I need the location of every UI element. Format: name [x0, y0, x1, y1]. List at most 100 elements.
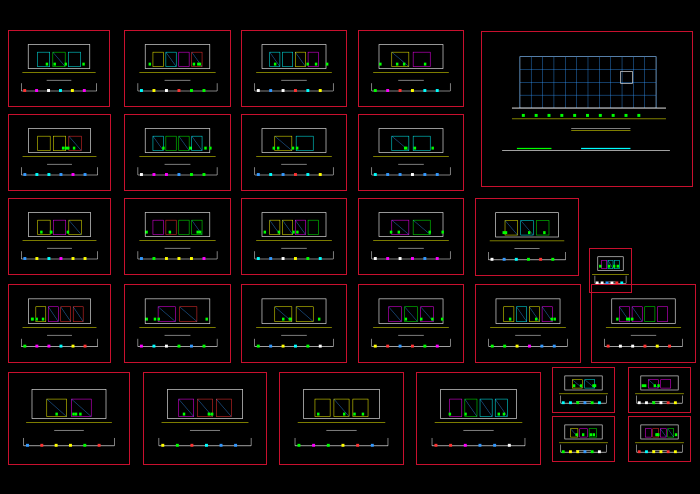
plant-symbol [317, 412, 320, 416]
glass-hatch [269, 52, 281, 67]
plan-marker [294, 173, 297, 176]
plan-marker [411, 257, 414, 260]
planter-mark [547, 113, 551, 117]
plant-symbol [72, 412, 75, 416]
elevation-drawing [137, 44, 218, 92]
plan-marker [97, 443, 101, 447]
elevation-drawing [137, 298, 218, 348]
elevation-outline [144, 44, 211, 69]
fixture-panel [72, 306, 84, 322]
fixture-panel [53, 219, 66, 235]
plan-marker [435, 344, 439, 348]
plant-symbol [295, 146, 299, 150]
elevation-outline [31, 389, 107, 419]
plan-marker [435, 173, 439, 176]
plan-marker [605, 281, 609, 285]
plan-marker [637, 450, 641, 454]
glass-hatch [464, 398, 478, 417]
plant-symbol [626, 317, 629, 321]
drawing-sheet [124, 284, 231, 363]
plan-marker [47, 257, 51, 260]
drawing-sheet [241, 198, 347, 275]
plan-marker [373, 344, 377, 348]
drawing-sheet [241, 30, 347, 107]
plan-marker [620, 281, 624, 285]
fixture-panel [614, 260, 620, 269]
drawing-sheet [475, 198, 579, 276]
elevation-drawing [254, 128, 334, 176]
elevation-outline [303, 389, 380, 419]
plant-symbol [448, 412, 452, 416]
fixture-panel [536, 220, 550, 236]
elevation-drawing [371, 44, 451, 92]
plan-marker [312, 443, 316, 447]
plant-symbol [198, 230, 202, 234]
elevation-drawing [635, 375, 684, 405]
fixture-panel [197, 398, 213, 417]
plan-marker [373, 89, 377, 92]
plan-marker [297, 443, 301, 447]
plan-marker [256, 89, 260, 92]
plan-marker [152, 173, 156, 176]
drawing-sheet [358, 30, 464, 107]
glass-hatch [413, 220, 431, 235]
glass-hatch [504, 220, 518, 236]
plan-marker [606, 344, 610, 348]
plant-symbol [593, 384, 597, 388]
plan-marker [590, 401, 594, 405]
plan-marker [256, 257, 260, 260]
fixture-panel [307, 219, 319, 235]
glass-hatch [178, 398, 194, 417]
fixture-panel [165, 219, 177, 235]
plant-symbol [205, 317, 208, 321]
plant-symbol [575, 433, 578, 437]
plant-symbol [40, 230, 43, 234]
fixture-panel [391, 51, 410, 67]
elevation-outline [640, 424, 679, 440]
plan-marker [595, 281, 599, 285]
glass-hatch [191, 136, 203, 151]
fixture-panel [274, 306, 293, 322]
plan-marker [23, 257, 27, 260]
plant-symbol [616, 264, 620, 268]
glass-hatch [648, 379, 659, 389]
plan-marker [59, 344, 63, 348]
plan-marker [175, 443, 179, 447]
plan-marker [423, 344, 427, 348]
plant-symbol [504, 231, 508, 235]
plan-marker [463, 443, 467, 447]
plan-marker [631, 344, 635, 348]
plan-marker [423, 173, 427, 176]
fixture-panel [667, 428, 674, 438]
plant-symbol [441, 230, 444, 234]
plan-marker [600, 281, 604, 285]
fixture-panel [295, 51, 306, 67]
plant-symbol [581, 433, 585, 437]
fixture-panel [314, 398, 331, 417]
plan-marker [386, 173, 390, 176]
elevation-outline [378, 298, 444, 324]
plan-marker [490, 257, 494, 261]
fixture-panel [269, 219, 281, 235]
plan-marker [490, 344, 494, 348]
plant-symbol [342, 412, 346, 416]
fixture-panel [494, 398, 508, 417]
glass-hatch [52, 52, 66, 67]
plant-symbol [291, 146, 295, 150]
plant-symbol [543, 231, 546, 235]
fixture-panel [60, 306, 71, 322]
plan-marker [205, 443, 208, 447]
plan-marker [610, 281, 614, 285]
plant-symbol [197, 62, 200, 66]
plan-marker [411, 173, 414, 176]
plan-marker [411, 89, 414, 92]
drawing-sheet [8, 30, 110, 107]
glass-hatch [607, 260, 614, 269]
plant-symbol [306, 62, 309, 66]
drawing-sheet [8, 198, 111, 275]
drawing-sheet [143, 372, 267, 465]
plan-marker [190, 89, 193, 92]
plan-marker [576, 401, 580, 405]
plan-marker [576, 450, 580, 454]
plan-marker [618, 344, 622, 348]
